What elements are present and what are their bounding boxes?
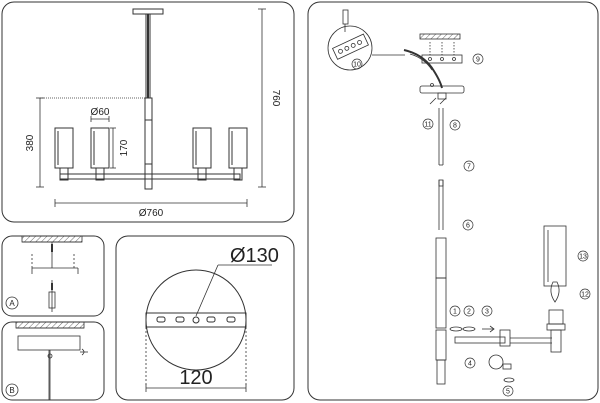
step-number-5: 5 <box>506 389 510 396</box>
step-marker-8 <box>449 119 461 131</box>
frame-assembly <box>307 1 599 401</box>
frame-mount-b <box>1 321 105 401</box>
step-number-9: 9 <box>476 57 480 64</box>
shade-2 <box>90 127 110 181</box>
canopy-circle <box>145 269 247 371</box>
step-marker-2 <box>463 305 475 317</box>
step-number-6: 6 <box>466 223 470 230</box>
panel-b-label: B <box>9 386 14 395</box>
step-numbers: 10 9 11 8 7 6 1 2 3 4 5 12 13 <box>353 57 589 396</box>
frame-dimensions <box>1 1 295 223</box>
step-number-11: 11 <box>424 122 431 129</box>
dim-height-body: 380 <box>25 134 36 151</box>
step-marker-11 <box>422 118 434 130</box>
frame-canopy <box>115 235 295 401</box>
dim-height-total: 760 <box>270 90 281 107</box>
step-marker-9 <box>472 53 484 65</box>
step-number-8: 8 <box>453 123 457 130</box>
central-body-lower <box>144 163 153 190</box>
step-marker-3 <box>481 305 493 317</box>
dimension-lines <box>36 8 266 207</box>
step-marker-5 <box>502 385 514 397</box>
central-body-upper <box>144 97 153 121</box>
step-marker-10 <box>351 58 363 70</box>
step-number-10: 10 <box>353 62 361 69</box>
dim-mount-spacing: 120 <box>179 367 212 389</box>
horizontal-arm <box>59 173 241 180</box>
step-number-4: 4 <box>468 361 472 368</box>
step-marker-7 <box>463 160 475 172</box>
step-markers <box>351 53 591 397</box>
panel-a-label: A <box>9 299 15 308</box>
dim-shade-height: 170 <box>119 139 130 156</box>
step-marker-6 <box>462 219 474 231</box>
step-marker-1 <box>449 305 461 317</box>
assembly-drawing <box>327 9 567 385</box>
central-body-mid <box>144 119 153 165</box>
step-number-7: 7 <box>467 164 471 171</box>
step-marker-13 <box>577 250 589 262</box>
shade-4 <box>228 127 248 181</box>
canopy-drawing <box>145 264 272 392</box>
dim-overall-diameter: Ø760 <box>139 208 164 219</box>
chandelier-drawing <box>36 8 266 207</box>
mounting-bar <box>145 312 247 328</box>
shade-3 <box>192 127 212 181</box>
step-number-12: 12 <box>581 292 589 299</box>
dim-shade-diameter: Ø60 <box>91 107 110 118</box>
step-number-1: 1 <box>453 309 457 316</box>
shade-1 <box>54 127 74 181</box>
step-number-2: 2 <box>467 309 471 316</box>
step-number-13: 13 <box>579 254 587 261</box>
step-marker-12 <box>579 288 591 300</box>
detail-magnifier <box>327 25 373 71</box>
ceiling-plate <box>132 8 164 15</box>
step-number-3: 3 <box>485 309 489 316</box>
mount-a-drawing <box>21 235 83 312</box>
dim-canopy-diameter: Ø130 <box>230 245 279 267</box>
mount-b-drawing <box>15 321 88 400</box>
step-marker-4 <box>464 357 476 369</box>
